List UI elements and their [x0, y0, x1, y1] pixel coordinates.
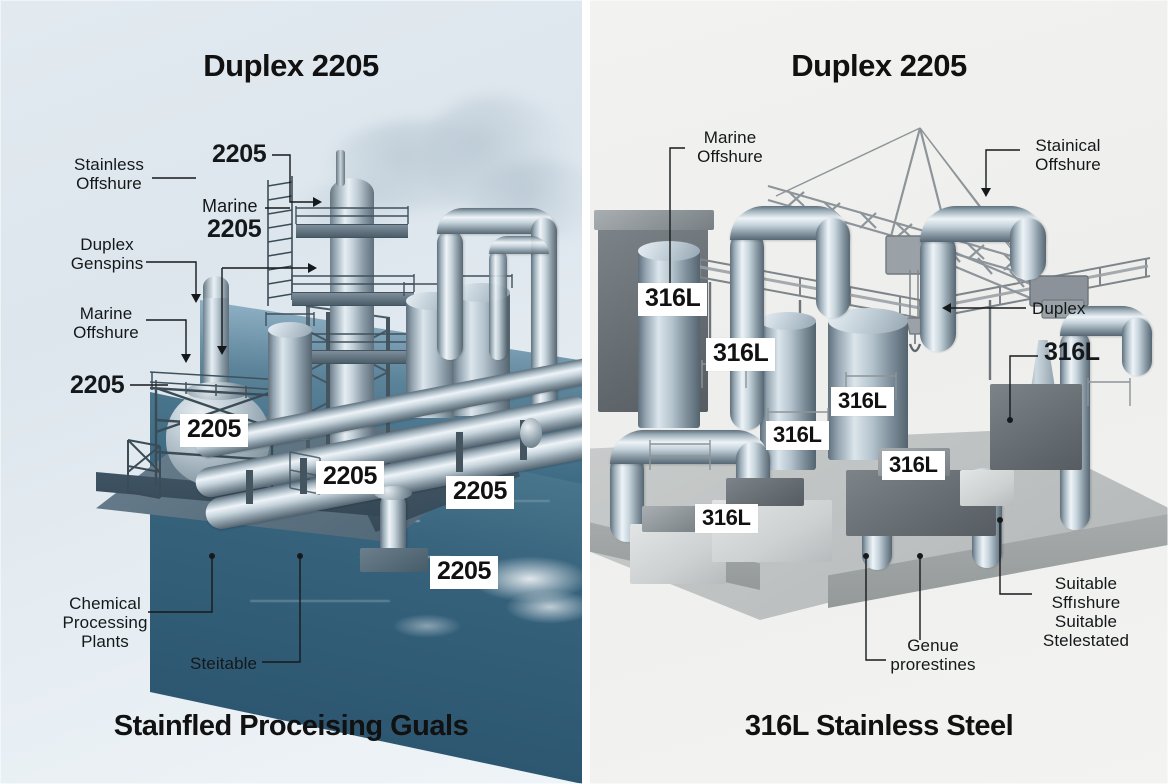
- equipment-skid: [630, 524, 726, 584]
- sea-foam: [505, 590, 582, 624]
- panel-divider: [582, 0, 590, 784]
- leader-arrow: [181, 354, 191, 363]
- plant-pipe-down: [1010, 218, 1046, 280]
- small-equipment: [960, 470, 1014, 506]
- annotation-duplex-genspins: Duplex Genspins: [70, 235, 144, 274]
- sea-foam: [392, 614, 462, 638]
- vessel-dome: [203, 276, 229, 298]
- column-platform: [296, 350, 410, 364]
- silo-roof: [638, 241, 700, 261]
- leader-arrow: [308, 263, 317, 273]
- leader-arrow: [942, 303, 951, 313]
- annotation-suitable-block: Suitable Sffıshure Suitable Stelestated: [1042, 574, 1130, 651]
- left-panel-title: Duplex 2205: [203, 48, 379, 83]
- pipe-support: [246, 470, 253, 504]
- process-pipe-riser: [489, 250, 507, 360]
- annotation-2205-left: 2205: [70, 371, 125, 399]
- leader-endpoint: [917, 553, 923, 559]
- annotation-chemical-processing-plants: Chemical Processing Plants: [62, 594, 148, 652]
- vessel-flange: [186, 382, 250, 400]
- annotation-genue-prorestines: Genue prorestines: [890, 636, 976, 675]
- column-platform: [292, 292, 414, 306]
- equipment-skid-machinery: [726, 478, 804, 506]
- annotation-2205-second: 2205: [207, 215, 262, 243]
- annotation-2205-top: 2205: [212, 140, 267, 168]
- silo-tank: [638, 250, 700, 428]
- pipe-elbow-riser: [380, 492, 406, 558]
- leader-endpoint: [863, 553, 869, 559]
- plant-pipe-riser: [730, 230, 764, 430]
- pipe-support: [300, 458, 307, 494]
- leader-arrow: [217, 346, 227, 355]
- annotation-stainical-offshure: Stainical Offshure: [1035, 136, 1101, 175]
- pipe-support-block: [360, 548, 428, 572]
- equipment-skid-machinery: [642, 506, 702, 532]
- process-column-roof: [760, 312, 816, 330]
- process-pipe-riser: [437, 230, 463, 360]
- leader-endpoint: [1007, 417, 1013, 423]
- boxed-label-316l-mid: 316L: [831, 387, 894, 416]
- boxed-label-2205-water: 2205: [430, 556, 499, 589]
- plant-pipe-down: [1122, 318, 1152, 376]
- left-panel-caption: Stainfled Proceising Guals: [113, 710, 469, 742]
- column-platform: [296, 224, 408, 238]
- boxed-label-316l-low: 316L: [695, 504, 758, 533]
- leader-endpoint: [997, 517, 1003, 523]
- right-panel-title: Duplex 2205: [791, 48, 967, 83]
- plant-pipe-down: [816, 218, 850, 318]
- boxed-label-316l-column: 316L: [706, 338, 776, 371]
- boxed-label-316l-tank: 316L: [766, 421, 829, 450]
- process-pipe-branch: [489, 236, 549, 254]
- tank-roof: [268, 322, 312, 338]
- column-vent: [336, 150, 345, 186]
- annotation-marine-offshure-right: Marine Offshure: [697, 128, 763, 167]
- leader-arrow: [191, 294, 201, 303]
- boxed-label-316l-silo: 316L: [638, 283, 708, 316]
- annotation-steitable: Steitable: [190, 654, 258, 673]
- leader-arrow: [981, 188, 991, 197]
- annotation-marine-offshure: Marine Offshure: [73, 304, 139, 343]
- control-cabinet: [990, 384, 1082, 470]
- plant-pipe-riser: [920, 232, 956, 352]
- wave-line: [250, 600, 390, 602]
- boxed-label-2205-pipe-b: 2205: [446, 476, 515, 509]
- pipe-flange: [520, 418, 542, 448]
- annotation-duplex-right: Duplex: [1032, 299, 1086, 318]
- annotation-marine-top: Marine: [202, 196, 258, 216]
- right-panel-caption: 316L Stainless Steel: [744, 710, 1014, 742]
- boxed-label-316l-right: 316L: [882, 451, 945, 480]
- annotation-316l-right-bold: 316L: [1044, 338, 1100, 366]
- plant-building-roof: [594, 210, 714, 230]
- leader-endpoint: [297, 553, 303, 559]
- pipe-support: [456, 432, 463, 472]
- annotation-stainless-offshure: Stainless Offshure: [74, 155, 144, 194]
- leader-endpoint: [209, 553, 215, 559]
- leader-arrow: [313, 197, 322, 207]
- boxed-label-2205-pipe-a: 2205: [316, 461, 385, 494]
- boxed-label-2205-tank: 2205: [180, 414, 249, 447]
